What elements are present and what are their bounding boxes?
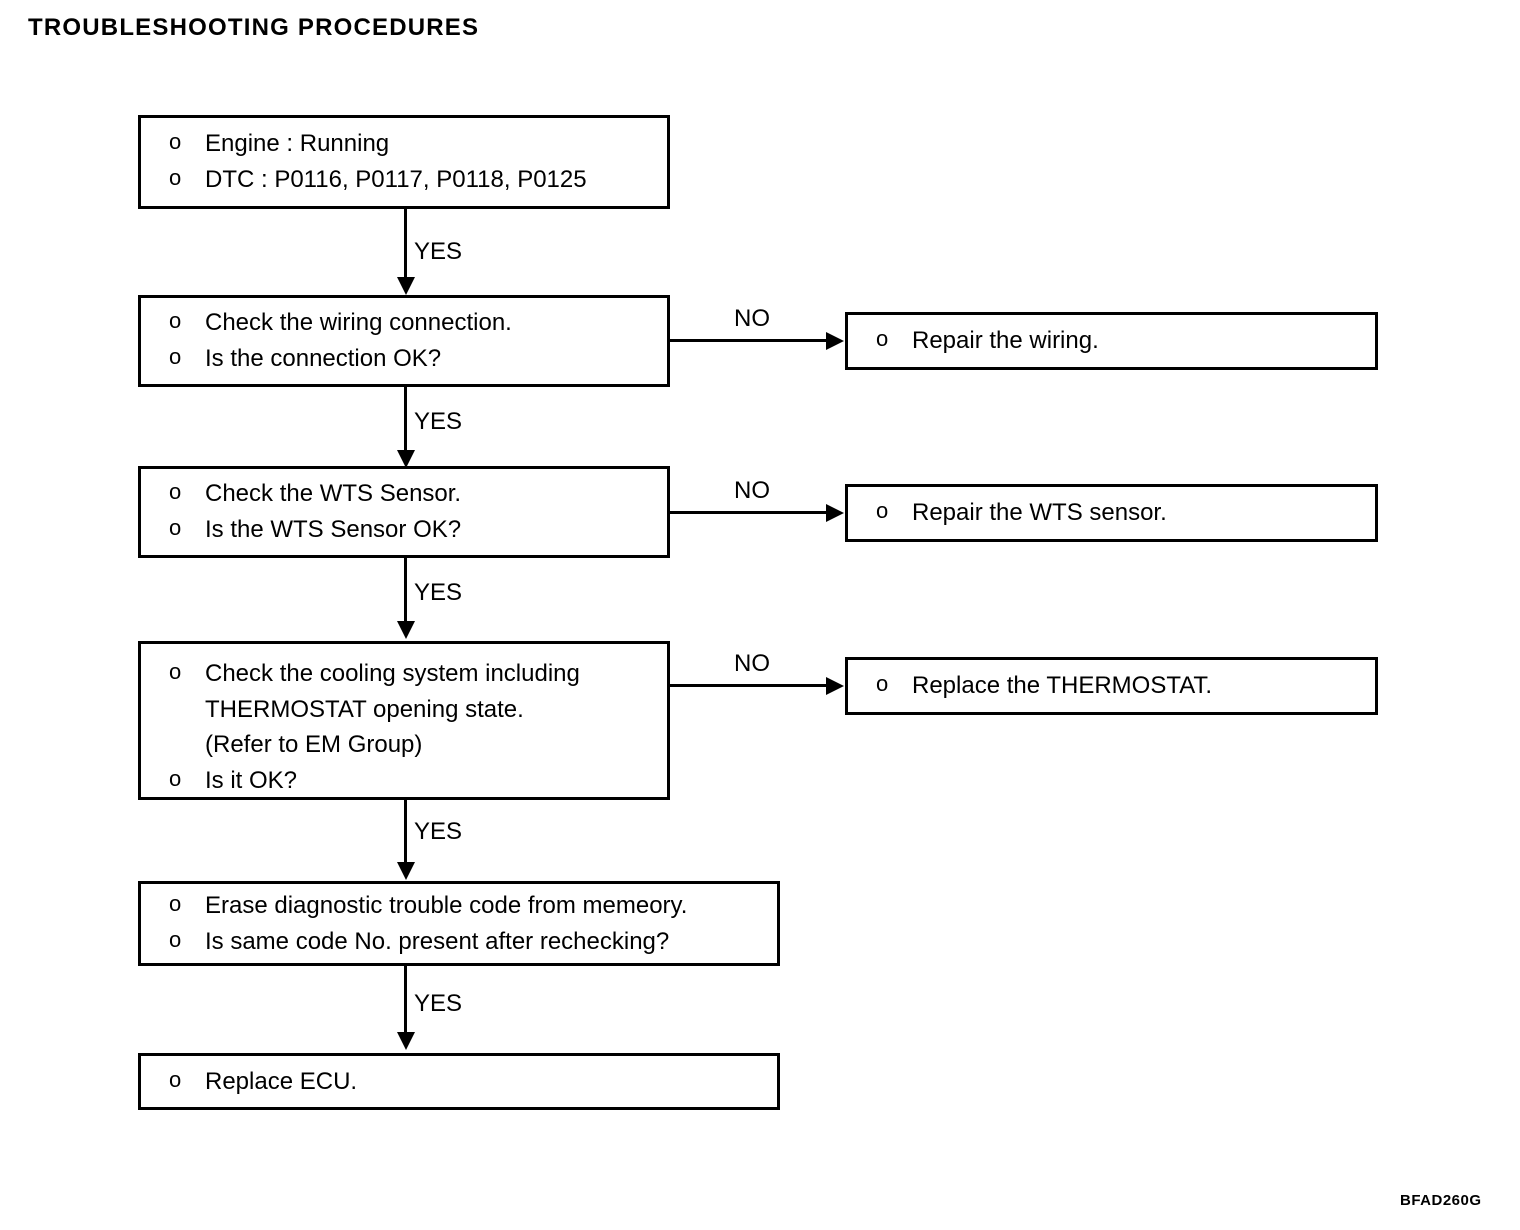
arrow-right-icon (826, 677, 844, 695)
node-line: o Is same code No. present after recheck… (141, 924, 777, 960)
edge-label-no: NO (734, 305, 770, 332)
node-line: o Engine : Running (141, 126, 667, 162)
node-line-continuation: (Refer to EM Group) (205, 731, 423, 759)
node-line-text: Replace ECU. (205, 1067, 358, 1095)
node-line-text: Repair the wiring. (912, 327, 1099, 355)
edge-label-yes: YES (414, 990, 463, 1017)
arrow-right-icon (826, 332, 844, 350)
edge-label-yes: YES (414, 818, 463, 845)
edge-label-yes: YES (414, 238, 463, 265)
node-line-text: Engine : Running (205, 130, 390, 158)
node-line-text: Check the wiring connection. (205, 309, 512, 337)
node-line-text: Repair the WTS sensor. (912, 499, 1167, 527)
bullet-marker-icon: o (169, 1066, 182, 1092)
bullet-marker-icon: o (876, 498, 889, 524)
node-line: o Repair the wiring. (848, 323, 1375, 359)
bullet-marker-icon: o (169, 479, 182, 505)
node-line-text: Check the cooling system including (205, 660, 580, 687)
bullet-marker-icon: o (876, 326, 889, 352)
node-line-text: Is the connection OK? (205, 345, 442, 372)
edge-label-no: NO (734, 477, 770, 504)
node-line-text: DTC : P0116, P0117, P0118, P0125 (205, 166, 587, 193)
figure-code: BFAD260G (1400, 1192, 1482, 1209)
edge-label-no: NO (734, 650, 770, 677)
node-repair-wts-sensor: o Repair the WTS sensor. (845, 484, 1378, 542)
connector-line (404, 209, 407, 281)
edge-label-yes: YES (414, 408, 463, 435)
edge-label-yes: YES (414, 579, 463, 606)
node-line: o Replace the THERMOSTAT. (848, 668, 1375, 704)
bullet-marker-icon: o (876, 671, 889, 697)
node-line: o Is the WTS Sensor OK? (141, 512, 667, 548)
node-line: o Repair the WTS sensor. (848, 495, 1375, 531)
connector-line (404, 387, 407, 457)
bullet-marker-icon: o (169, 344, 182, 369)
node-line: o Check the cooling system including (141, 656, 667, 692)
connector-line (404, 800, 407, 869)
bullet-marker-icon: o (169, 129, 182, 155)
arrow-down-icon (397, 277, 415, 295)
node-line: o Is the connection OK? (141, 341, 667, 377)
connector-line (670, 684, 828, 687)
connector-line (670, 339, 828, 342)
node-line-continuation: THERMOSTAT opening state. (205, 695, 524, 723)
bullet-marker-icon: o (169, 926, 182, 952)
node-erase-dtc: o Erase diagnostic trouble code from mem… (138, 881, 780, 966)
node-replace-ecu: o Replace ECU. (138, 1053, 780, 1110)
page-title: TROUBLESHOOTING PROCEDURES (28, 14, 480, 41)
connector-line (404, 966, 407, 1036)
arrow-down-icon (397, 1032, 415, 1050)
node-check-cooling-system: o Check the cooling system including THE… (138, 641, 670, 800)
node-line-text: Is the WTS Sensor OK? (205, 516, 462, 543)
node-line: o Erase diagnostic trouble code from mem… (141, 888, 777, 924)
node-line-text: Erase diagnostic trouble code from memeo… (205, 891, 688, 919)
node-conditions: o Engine : Running o DTC : P0116, P0117,… (138, 115, 670, 209)
bullet-marker-icon: o (169, 515, 182, 540)
node-check-wiring: o Check the wiring connection. o Is the … (138, 295, 670, 387)
node-line: o DTC : P0116, P0117, P0118, P0125 (141, 162, 667, 198)
node-line-text: Check the WTS Sensor. (205, 480, 462, 508)
node-check-wts-sensor: o Check the WTS Sensor. o Is the WTS Sen… (138, 466, 670, 558)
node-line-text: Is it OK? (205, 766, 298, 794)
node-line: o Replace ECU. (141, 1064, 777, 1100)
arrow-down-icon (397, 450, 415, 468)
arrow-down-icon (397, 862, 415, 880)
arrow-right-icon (826, 504, 844, 522)
node-line-text: Replace the THERMOSTAT. (912, 672, 1213, 700)
node-repair-wiring: o Repair the wiring. (845, 312, 1378, 370)
node-line-text: Is same code No. present after recheckin… (205, 927, 670, 955)
node-line: o Is it OK? (141, 763, 667, 799)
bullet-marker-icon: o (169, 890, 182, 916)
connector-line (670, 511, 828, 514)
node-line: o Check the WTS Sensor. (141, 476, 667, 512)
arrow-down-icon (397, 621, 415, 639)
node-replace-thermostat: o Replace the THERMOSTAT. (845, 657, 1378, 715)
node-line: o Check the wiring connection. (141, 305, 667, 341)
bullet-marker-icon: o (169, 659, 182, 684)
bullet-marker-icon: o (169, 308, 182, 334)
connector-line (404, 558, 407, 628)
bullet-marker-icon: o (169, 165, 182, 190)
bullet-marker-icon: o (169, 765, 182, 791)
